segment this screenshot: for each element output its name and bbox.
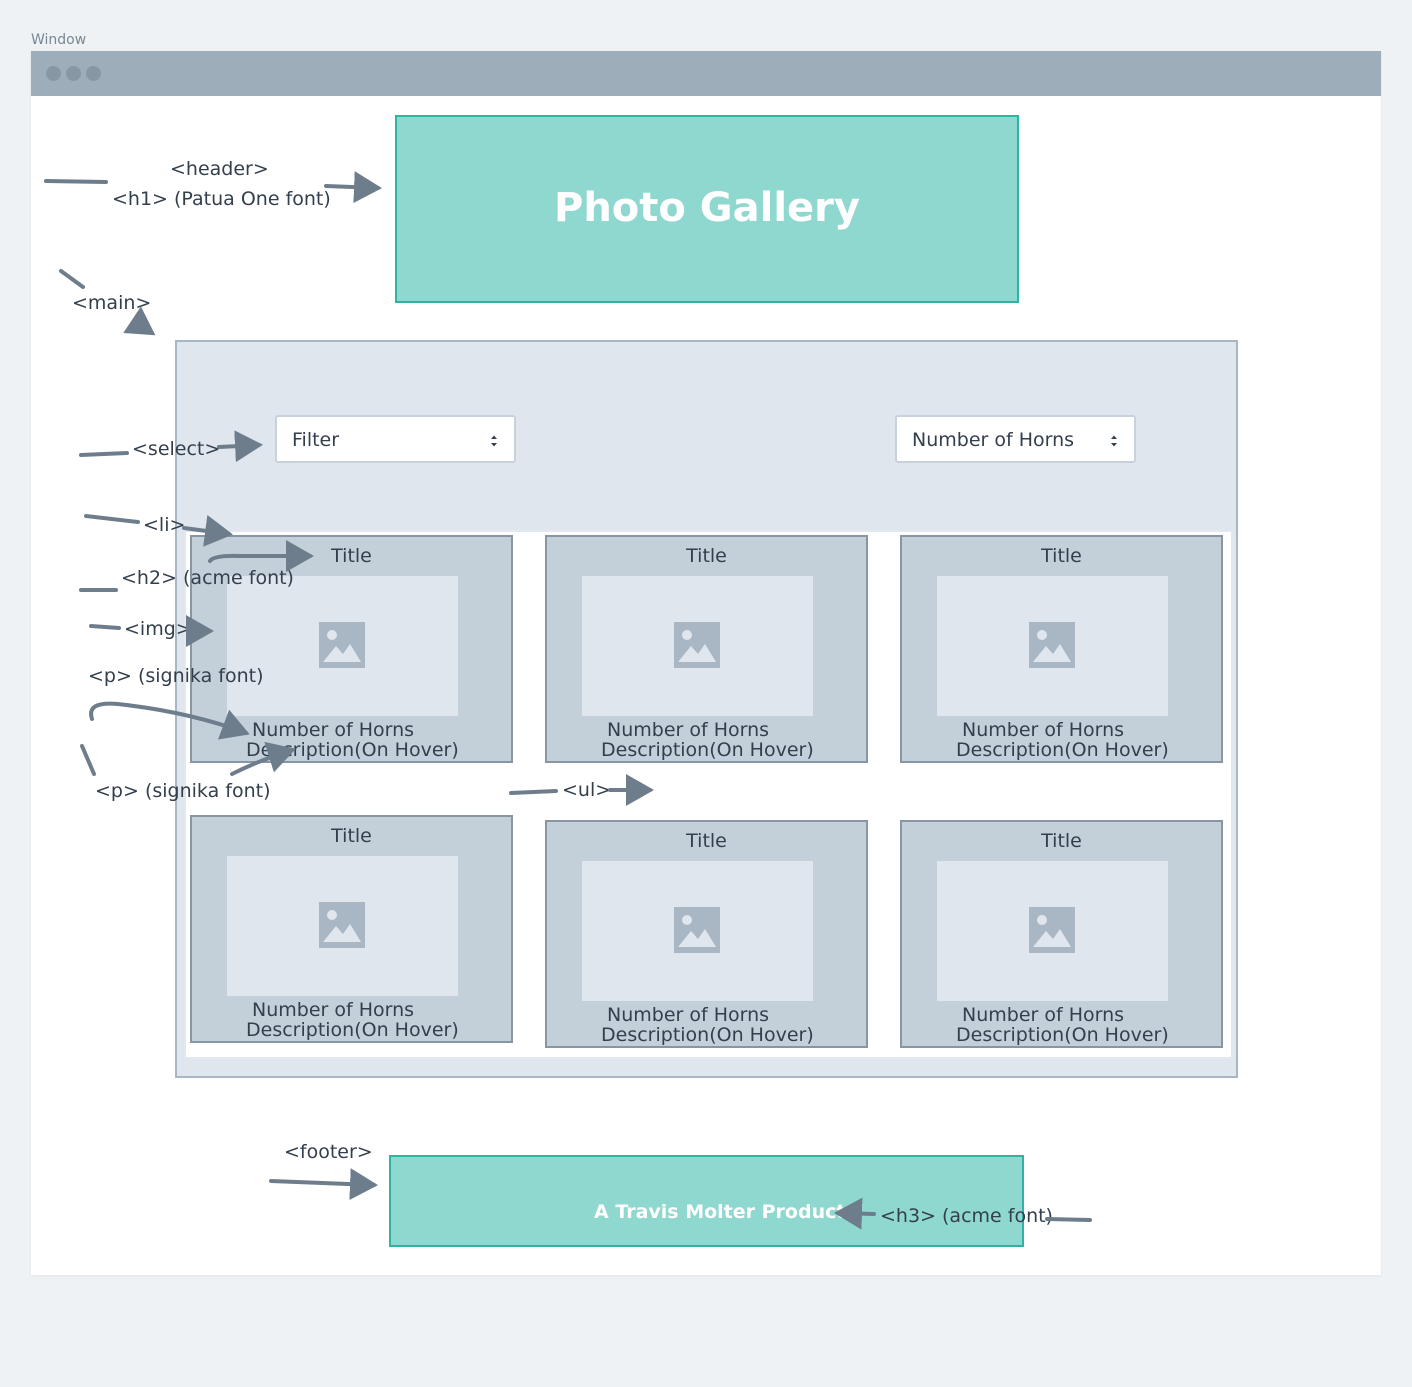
card-description: Description(On Hover) <box>246 1019 459 1041</box>
card-description: Description(On Hover) <box>246 739 459 761</box>
window-dot-close[interactable] <box>46 66 61 81</box>
gallery-card[interactable]: Title Number of Horns Description(On Hov… <box>545 535 868 763</box>
filter-select-value: Filter <box>292 429 340 451</box>
card-horns: Number of Horns <box>607 719 770 741</box>
annotation-p-horns: <p> (signika font) <box>88 665 264 687</box>
image-placeholder-icon <box>674 622 720 668</box>
card-horns: Number of Horns <box>962 719 1125 741</box>
card-description: Description(On Hover) <box>601 739 814 761</box>
window-titlebar <box>31 51 1381 96</box>
image-placeholder-icon <box>319 622 365 668</box>
up-down-caret-icon <box>491 435 497 447</box>
window-label: Window <box>31 32 87 48</box>
gallery-card[interactable]: Title Number of Horns Description(On Hov… <box>900 820 1223 1048</box>
filter-select[interactable]: Filter <box>275 415 516 463</box>
gallery-card[interactable]: Title Number of Horns Description(On Hov… <box>190 815 513 1043</box>
image-placeholder-icon <box>674 907 720 953</box>
annotation-select: <select> <box>132 438 221 460</box>
annotation-header: <header> <box>170 158 269 180</box>
card-image <box>227 576 458 716</box>
page-title: Photo Gallery <box>554 185 860 231</box>
annotation-h3: <h3> (acme font) <box>880 1205 1053 1227</box>
card-horns: Number of Horns <box>252 999 415 1021</box>
footer-title: A Travis Molter Product <box>594 1201 846 1223</box>
annotation-ul: <ul> <box>562 779 612 801</box>
image-placeholder-icon <box>1029 907 1075 953</box>
window-dot-minimize[interactable] <box>66 66 81 81</box>
gallery-card[interactable]: Title Number of Horns Description(On Hov… <box>545 820 868 1048</box>
up-down-caret-icon <box>1111 435 1117 447</box>
card-image <box>937 576 1168 716</box>
card-horns: Number of Horns <box>607 1004 770 1026</box>
card-image <box>937 861 1168 1001</box>
card-image <box>227 856 458 996</box>
annotation-p-description: <p> (signika font) <box>95 780 271 802</box>
header-box: Photo Gallery <box>395 115 1019 303</box>
card-image <box>582 861 813 1001</box>
annotation-li: <li> <box>143 514 186 536</box>
horns-select-value: Number of Horns <box>912 429 1075 451</box>
image-placeholder-icon <box>319 902 365 948</box>
card-title: Title <box>1041 545 1082 567</box>
image-placeholder-icon <box>1029 622 1075 668</box>
card-horns: Number of Horns <box>962 1004 1125 1026</box>
card-title: Title <box>686 545 727 567</box>
card-title: Title <box>331 545 372 567</box>
card-description: Description(On Hover) <box>601 1024 814 1046</box>
annotation-h1: <h1> (Patua One font) <box>112 188 331 210</box>
annotation-img: <img> <box>124 618 192 640</box>
gallery-card[interactable]: Title Number of Horns Description(On Hov… <box>900 535 1223 763</box>
card-horns: Number of Horns <box>252 719 415 741</box>
card-title: Title <box>686 830 727 852</box>
card-description: Description(On Hover) <box>956 1024 1169 1046</box>
card-image <box>582 576 813 716</box>
annotation-h2: <h2> (acme font) <box>121 567 294 589</box>
horns-select[interactable]: Number of Horns <box>895 415 1136 463</box>
card-description: Description(On Hover) <box>956 739 1169 761</box>
annotation-footer: <footer> <box>284 1141 373 1163</box>
footer-box: A Travis Molter Product <box>389 1155 1024 1247</box>
card-title: Title <box>331 825 372 847</box>
window-dot-maximize[interactable] <box>86 66 101 81</box>
card-title: Title <box>1041 830 1082 852</box>
annotation-main: <main> <box>72 292 152 314</box>
